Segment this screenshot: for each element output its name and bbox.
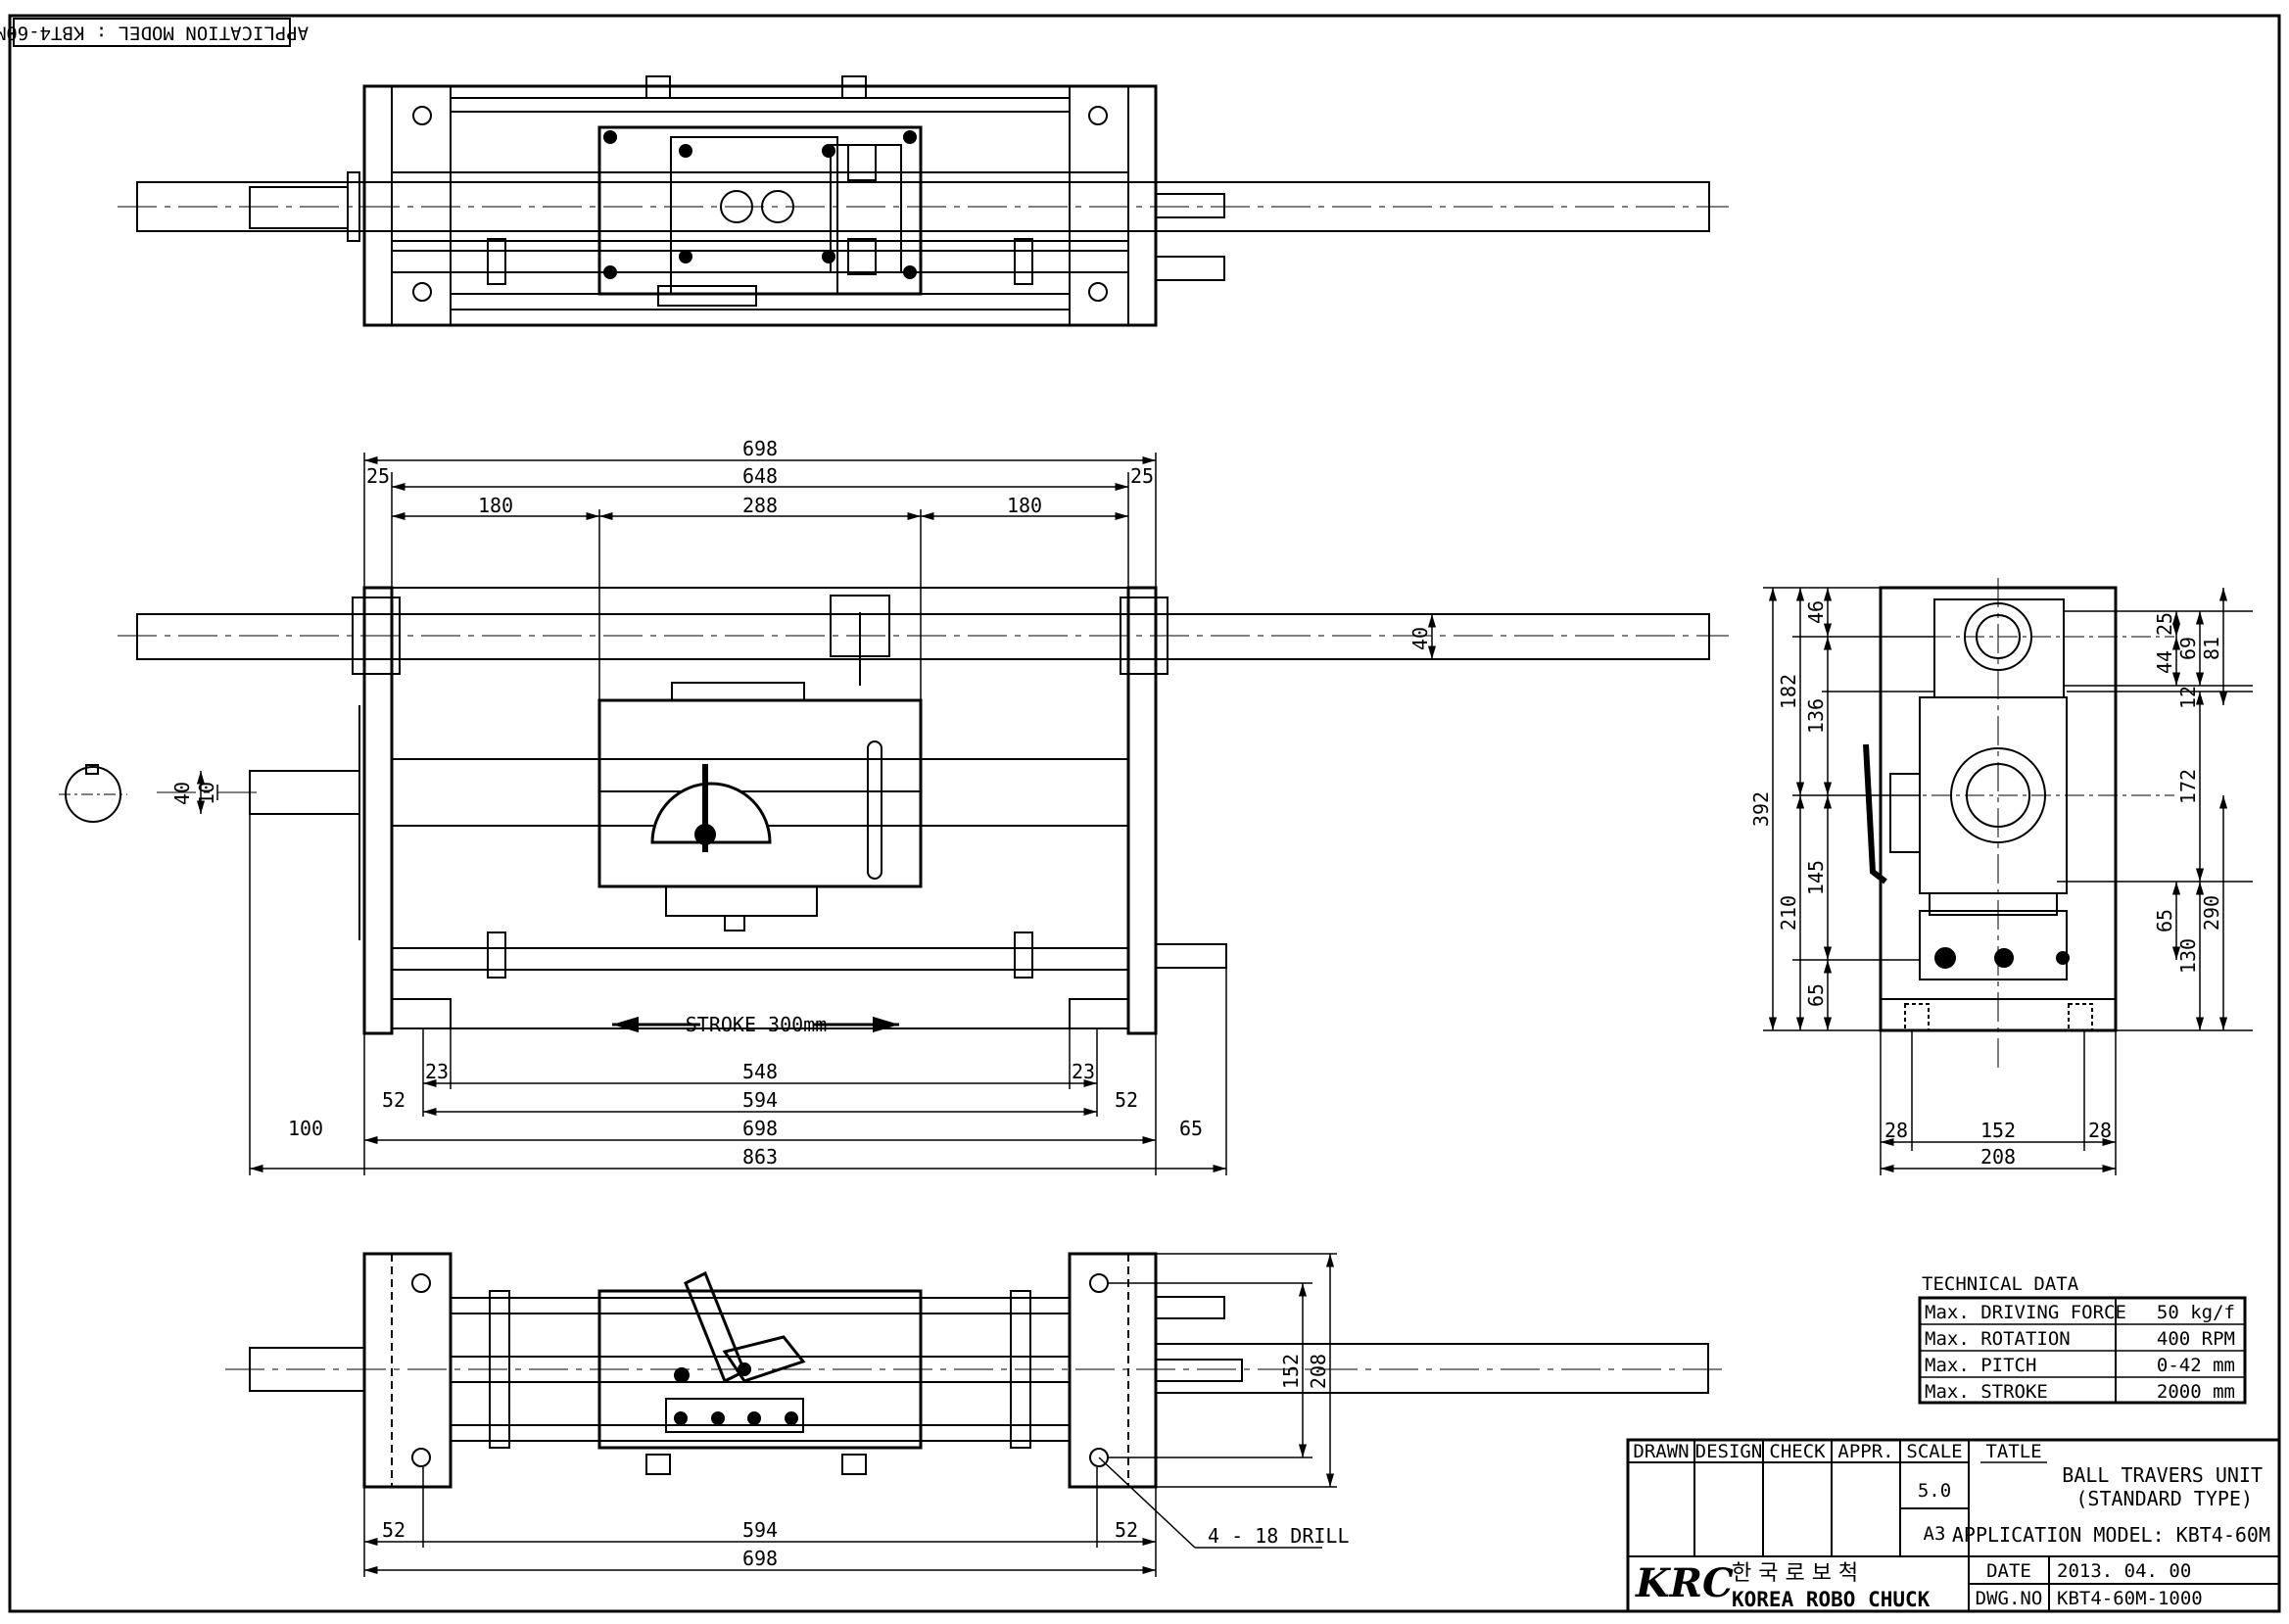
bottom-dim-text: 152 208 52 594 52 698 4 - 18 DRILL [382,1354,1350,1570]
tb-dwg-number: KBT4-60M-1000 [2057,1588,2203,1609]
side-dim-text: 392 182 210 46 136 145 65 25 44 69 12 81… [1749,600,2223,1169]
tech-row-value: 0-42 mm [2157,1355,2235,1376]
dim-208: 208 [1980,1145,2016,1169]
stroke-indicator: STROKE 300mm [612,1013,899,1036]
tb-title-line1: BALL TRAVERS UNIT [2062,1463,2263,1487]
dim-52-left: 52 [382,1088,405,1112]
dim-136: 136 [1804,698,1828,734]
dim-594-bottom: 594 [742,1518,778,1542]
dim-shaft-10: 10 [195,782,218,805]
dim-863: 863 [742,1145,778,1169]
dim-28-left: 28 [1884,1119,1908,1142]
dim-152: 152 [1980,1119,2016,1142]
dim-548: 548 [742,1060,778,1083]
tech-row-label: Max. STROKE [1925,1381,2048,1403]
company-logo: KRC [1635,1560,1734,1606]
tb-tatle-label: TATLE [1985,1441,2041,1462]
technical-data-table: TECHNICAL DATA Max. DRIVING FORCE 50 kg/… [1918,1273,2247,1405]
dim-23-right: 23 [1072,1060,1095,1083]
bottom-view [225,1252,1724,1489]
tb-header-check: CHECK [1769,1441,1826,1462]
dim-81: 81 [2200,637,2223,660]
tech-row-value: 2000 mm [2157,1381,2235,1403]
top-view [118,75,1729,327]
dim-180-left: 180 [478,494,513,517]
tb-title-line2: (STANDARD TYPE) [2075,1487,2253,1510]
dim-180-right: 180 [1007,494,1042,517]
tech-row-label: Max. ROTATION [1925,1328,2071,1350]
dim-shaft-40: 40 [170,782,194,805]
dim-12: 12 [2176,686,2200,709]
svg-text:APPLICATION MODEL : KBT4-60M: APPLICATION MODEL : KBT4-60M [0,23,309,44]
dim-25-left: 25 [366,464,390,488]
dim-65-left: 65 [1804,983,1828,1007]
stroke-label: STROKE 300mm [686,1013,828,1036]
dim-130: 130 [2176,938,2200,974]
dim-100: 100 [288,1117,323,1140]
dim-rod-40: 40 [1408,627,1432,650]
tech-row-value: 400 RPM [2157,1328,2235,1350]
dim-698-bottom-view: 698 [742,1547,778,1570]
tb-date-label: DATE [1986,1560,2031,1582]
tb-application-model: APPLICATION MODEL: KBT4-60M [1952,1523,2270,1547]
side-dimensions [1763,587,2253,1175]
dim-65: 65 [1179,1117,1203,1140]
dim-69: 69 [2176,637,2200,660]
front-bottom-dim-text: 23 548 23 52 594 52 100 698 65 863 [288,1060,1203,1169]
technical-data-title: TECHNICAL DATA [1922,1273,2079,1295]
tb-dwg-label: DWG.NO [1976,1588,2043,1609]
tb-header-scale: SCALE [1906,1441,1962,1462]
dim-25-side: 25 [2153,612,2176,636]
dim-172: 172 [2176,769,2200,804]
tb-scale-value: 5.0 [1918,1480,1951,1502]
dim-25-right: 25 [1130,464,1154,488]
front-top-dimensions [196,453,1437,814]
dim-594: 594 [742,1088,778,1112]
side-view [1832,578,2174,1068]
dim-648: 648 [742,464,778,488]
dim-52-bottom-left: 52 [382,1518,405,1542]
dim-28-right: 28 [2088,1119,2112,1142]
dim-288: 288 [742,494,778,517]
dim-208-bottom: 208 [1307,1354,1330,1389]
front-bottom-dimensions [249,814,1227,1175]
tech-row-label: Max. PITCH [1925,1355,2036,1376]
company-name-english: KOREA ROBO CHUCK [1732,1588,1931,1611]
dim-392: 392 [1749,791,1773,827]
application-stamp: APPLICATION MODEL : KBT4-60M [0,18,309,47]
dim-182: 182 [1777,674,1800,709]
front-top-dim-text: 698 25 648 25 180 288 180 40 40 10 [170,437,1432,805]
tb-header-design: DESIGN [1695,1441,1763,1462]
drill-note: 4 - 18 DRILL [1208,1524,1350,1548]
dim-698-top: 698 [742,437,778,460]
dim-23-left: 23 [425,1060,449,1083]
dim-210: 210 [1777,895,1800,931]
dim-52-bottom-right: 52 [1115,1518,1138,1542]
tech-row-label: Max. DRIVING FORCE [1925,1302,2126,1323]
tb-date-value: 2013. 04. 00 [2057,1560,2191,1582]
dim-152-bottom: 152 [1279,1354,1303,1389]
tb-header-drawn: DRAWN [1633,1441,1689,1462]
tb-paper-size: A3 [1924,1523,1946,1545]
company-name-korean: 한 국 로 보 척 [1732,1561,1858,1586]
dim-698-bottom: 698 [742,1117,778,1140]
dim-44: 44 [2153,650,2176,674]
dim-145: 145 [1804,860,1828,895]
front-view [59,586,1729,1035]
sheet-border [8,14,2281,1613]
dim-290: 290 [2200,895,2223,931]
dim-65-right: 65 [2153,909,2176,932]
bottom-dimensions [363,1253,1337,1577]
dim-52-right: 52 [1115,1088,1138,1112]
tb-header-appr: APPR. [1837,1441,1893,1462]
dim-46: 46 [1804,600,1828,624]
tech-row-value: 50 kg/f [2157,1302,2235,1323]
title-block: DRAWN DESIGN CHECK APPR. SCALE 5.0 A3 TA… [1626,1438,2281,1613]
